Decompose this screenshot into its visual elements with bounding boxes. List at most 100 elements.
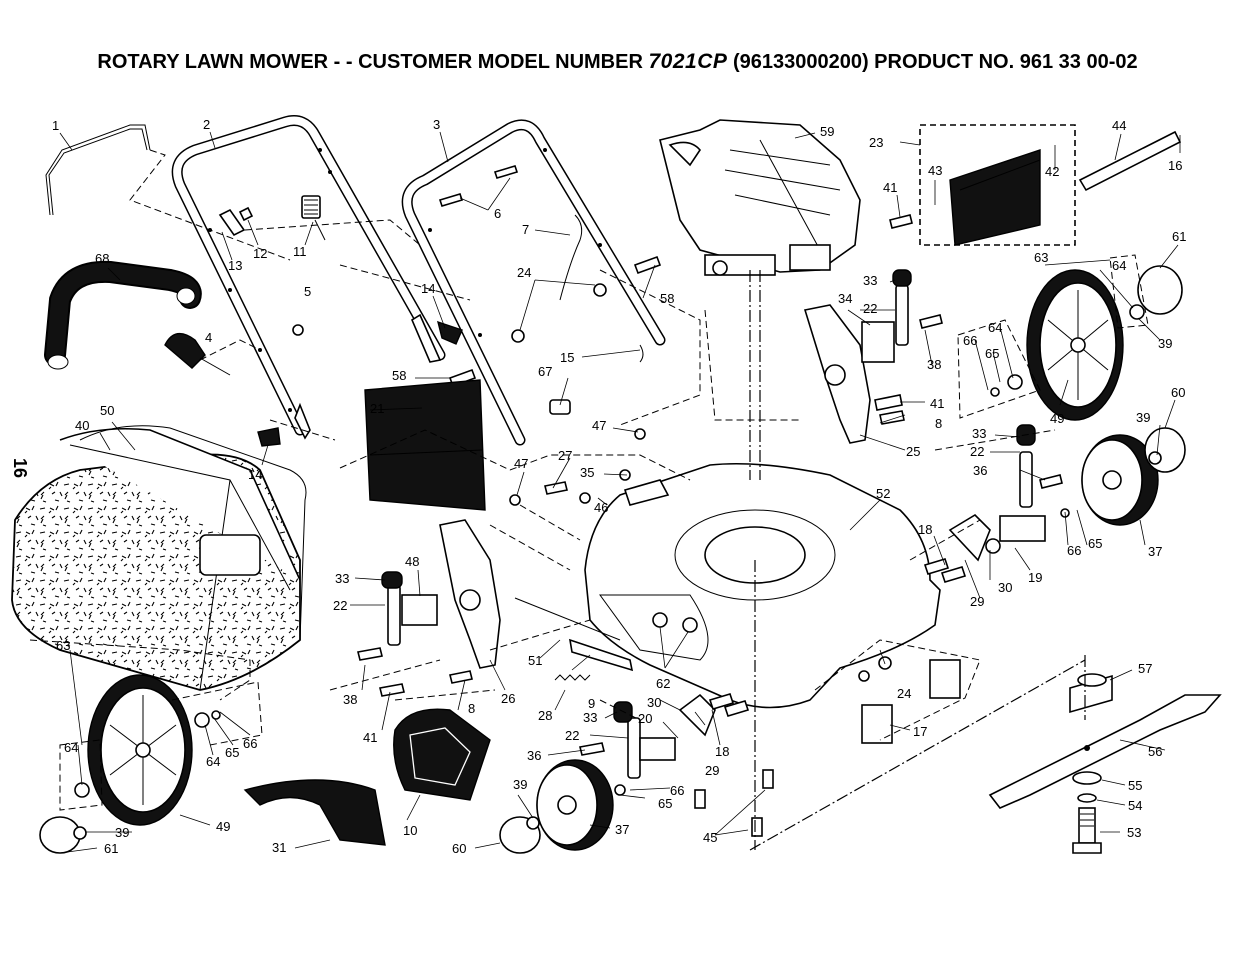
blade-bolt [1072, 807, 1102, 854]
callout-5: 5 [304, 284, 311, 299]
callout-41-upper: 41 [883, 180, 897, 195]
callout-61-left: 61 [104, 841, 118, 856]
callout-37-left: 37 [615, 822, 629, 837]
callout-labels: 1 2 3 4 5 6 7 8 8 9 10 11 12 13 14 14 15… [52, 117, 1186, 856]
callout-43: 43 [928, 163, 942, 178]
side-discharge-door [364, 379, 486, 511]
callout-1: 1 [52, 118, 59, 133]
callout-2: 2 [203, 117, 210, 132]
callout-55: 55 [1128, 778, 1142, 793]
callout-48: 48 [405, 554, 419, 569]
callout-17: 17 [913, 724, 927, 739]
wheel-brackets [381, 269, 1046, 779]
callout-64-left-inner: 64 [206, 754, 220, 769]
assembly-lines [29, 149, 1149, 851]
cable-tie [639, 344, 644, 363]
wheel-hardware [73, 304, 1162, 840]
callout-9: 9 [588, 696, 595, 711]
callout-65-left-rear: 65 [225, 745, 239, 760]
wheel-bolts [357, 214, 1063, 756]
callout-33-rear: 33 [863, 273, 877, 288]
lower-handle [401, 119, 666, 446]
callout-66-right-rear: 66 [963, 333, 977, 348]
callout-26: 26 [501, 691, 515, 706]
handle-attach-bracket [294, 313, 442, 440]
mounting-plates [861, 659, 961, 744]
callout-64-rear-right: 64 [1112, 258, 1126, 273]
bag-frame [79, 425, 307, 641]
rod [1078, 130, 1182, 192]
callout-27: 27 [558, 448, 572, 463]
wheel-rear-left [87, 674, 193, 826]
callout-47-lower: 47 [514, 456, 528, 471]
callout-49-left: 49 [216, 819, 230, 834]
callout-49-right: 49 [1050, 411, 1064, 426]
callout-14-lower: 14 [248, 467, 262, 482]
callout-44: 44 [1112, 118, 1126, 133]
title-suffix: (96133000200) PRODUCT NO. 961 33 00-02 [732, 51, 1138, 73]
callout-33-left: 33 [335, 571, 349, 586]
callout-42: 42 [1045, 164, 1059, 179]
callout-34: 34 [838, 291, 852, 306]
control-bar [45, 124, 151, 216]
callout-39-front-right: 39 [1136, 410, 1150, 425]
callout-4: 4 [205, 330, 212, 345]
callout-16: 16 [1168, 158, 1182, 173]
wing-nut [257, 320, 463, 447]
callout-41-left: 41 [363, 730, 377, 745]
callout-3: 3 [433, 117, 440, 132]
callout-52: 52 [876, 486, 890, 501]
rear-flap [393, 708, 491, 801]
drive-spring [554, 674, 591, 681]
callout-39-rear-right: 39 [1158, 336, 1172, 351]
callout-57: 57 [1138, 661, 1152, 676]
callout-45: 45 [703, 830, 717, 845]
callout-62: 62 [656, 676, 670, 691]
callout-18-right: 18 [918, 522, 932, 537]
callout-29-right: 29 [970, 594, 984, 609]
wheel-front-left [536, 759, 614, 851]
model-number: 7021CP [648, 50, 728, 73]
callout-58-upper: 58 [660, 291, 674, 306]
callout-7: 7 [522, 222, 529, 237]
page-title: ROTARY LAWN MOWER - - CUSTOMER MODEL NUM… [0, 50, 1235, 74]
callout-36-left: 36 [527, 748, 541, 763]
callout-53: 53 [1127, 825, 1141, 840]
callout-61-right: 61 [1172, 229, 1186, 244]
callout-22-front: 22 [565, 728, 579, 743]
callout-68: 68 [95, 251, 109, 266]
callout-37-right: 37 [1148, 544, 1162, 559]
callout-20: 20 [638, 711, 652, 726]
callout-12: 12 [253, 246, 267, 261]
pivot-bar [568, 638, 634, 672]
leader-lines [59, 131, 1181, 854]
deflector [623, 479, 670, 506]
callout-46: 46 [594, 500, 608, 515]
upper-handle [171, 115, 446, 436]
callout-11: 11 [293, 244, 307, 259]
callout-31: 31 [272, 840, 286, 855]
callout-60-left: 60 [452, 841, 466, 856]
axle-rod [514, 597, 621, 641]
callout-33-front: 33 [583, 710, 597, 725]
callout-64-left-outer: 64 [64, 740, 78, 755]
callout-63-right: 63 [1034, 250, 1048, 265]
wheel-rear-right [1026, 269, 1124, 421]
cable [559, 214, 583, 301]
knob [164, 332, 231, 376]
wheel-front-right [1081, 434, 1159, 526]
callout-60-right: 60 [1171, 385, 1185, 400]
callout-13: 13 [228, 258, 242, 273]
callout-66-right-front: 66 [1067, 543, 1081, 558]
callout-14-upper: 14 [421, 281, 435, 296]
callout-8-right: 8 [935, 416, 942, 431]
callout-47-upper: 47 [592, 418, 606, 433]
callout-15: 15 [560, 350, 574, 365]
callout-18-left: 18 [715, 744, 729, 759]
spring [301, 195, 326, 241]
small-bolts [218, 165, 662, 388]
callout-24-lower: 24 [897, 686, 911, 701]
callout-63-left: 63 [56, 638, 70, 653]
engine [659, 119, 861, 276]
